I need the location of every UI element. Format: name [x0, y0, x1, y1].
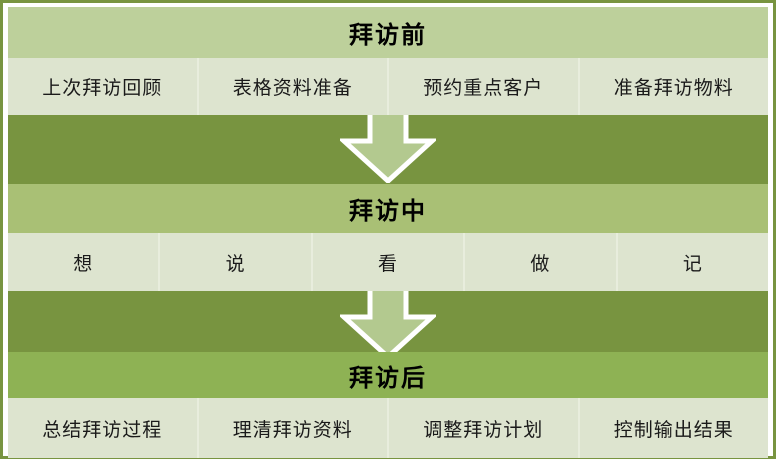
cell-during-visit-2[interactable]: 说	[160, 233, 313, 291]
cell-before-visit-4[interactable]: 准备拜访物料	[579, 58, 768, 115]
cell-before-visit-3[interactable]: 预约重点客户	[389, 58, 580, 115]
cell-after-visit-2[interactable]: 理清拜访资料	[198, 398, 389, 458]
stage-header-before-visit: 拜访前	[8, 7, 768, 58]
cell-during-visit-5[interactable]: 记	[617, 233, 769, 291]
cell-after-visit-4[interactable]: 控制输出结果	[579, 398, 768, 458]
stage-during-visit: 拜访中 想 说 看 做 记	[8, 184, 769, 291]
stage-after-visit: 拜访后 总结拜访过程 理清拜访资料 调整拜访计划 控制输出结果	[8, 352, 768, 458]
cell-after-visit-3[interactable]: 调整拜访计划	[389, 398, 580, 458]
stage-before-visit: 拜访前 上次拜访回顾 表格资料准备 预约重点客户 准备拜访物料	[8, 7, 768, 115]
stage-cells-before-visit: 上次拜访回顾 表格资料准备 预约重点客户 准备拜访物料	[8, 58, 768, 115]
cell-before-visit-2[interactable]: 表格资料准备	[198, 58, 389, 115]
down-arrow-icon-stage1-to-stage2	[340, 115, 436, 183]
diagram-inner-frame: 拜访前 上次拜访回顾 表格资料准备 预约重点客户 准备拜访物料 拜访中 想 说 …	[3, 3, 773, 458]
cell-during-visit-3[interactable]: 看	[312, 233, 466, 291]
down-arrow-icon-stage2-to-stage3	[340, 291, 436, 359]
cell-after-visit-1[interactable]: 总结拜访过程	[8, 398, 199, 458]
cell-during-visit-1[interactable]: 想	[8, 233, 161, 291]
stage-cells-during-visit: 想 说 看 做 记	[8, 233, 769, 291]
cell-during-visit-4[interactable]: 做	[465, 233, 618, 291]
stage-header-during-visit: 拜访中	[8, 184, 768, 233]
cell-before-visit-1[interactable]: 上次拜访回顾	[8, 58, 199, 115]
stage-cells-after-visit: 总结拜访过程 理清拜访资料 调整拜访计划 控制输出结果	[8, 398, 768, 458]
stage-header-after-visit: 拜访后	[8, 352, 768, 398]
